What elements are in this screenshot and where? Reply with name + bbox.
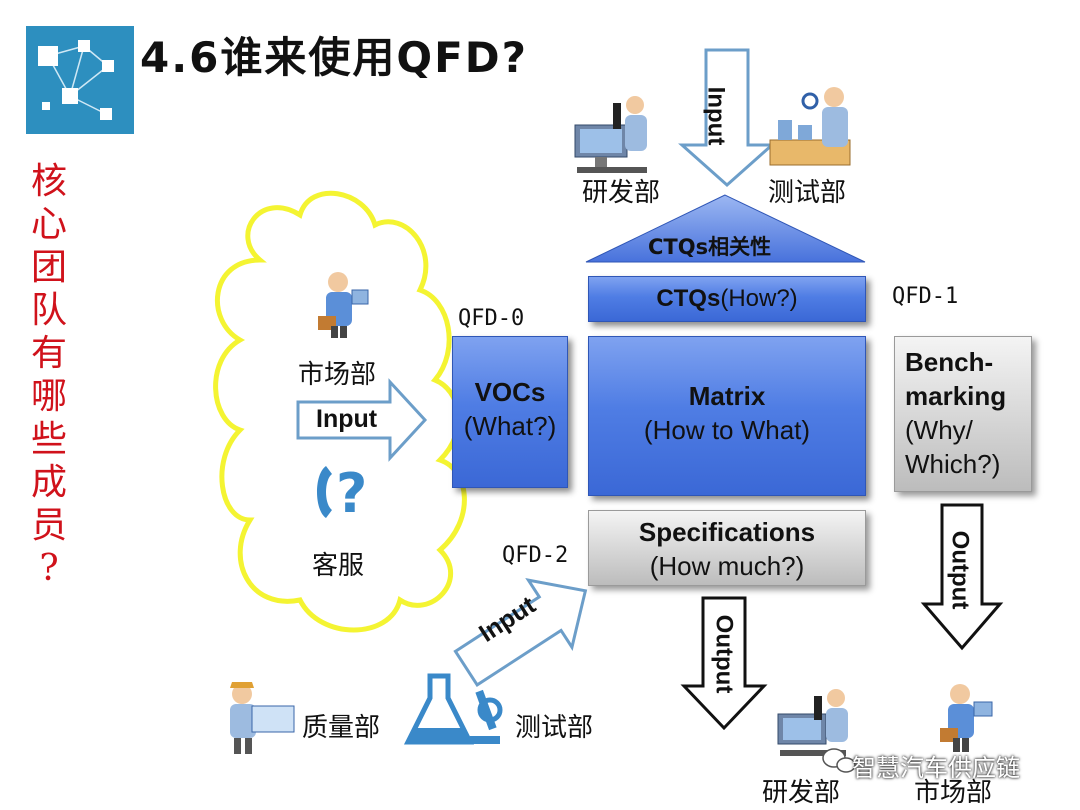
logo (26, 26, 134, 134)
vocs-question: (What?) (463, 411, 557, 441)
side-char: 心 (30, 204, 67, 245)
page-title: 4.6谁来使用QFD? (140, 33, 529, 82)
lab-flask-icon (403, 673, 503, 745)
spec-question: (How much?) (649, 551, 805, 581)
market-person-icon-bottom (940, 684, 993, 752)
side-char: 团 (30, 247, 67, 288)
input-arrow-bottom-shape (453, 577, 588, 687)
benchmarking-box: Bench- marking (Why/ Which?) (894, 336, 1032, 492)
vocs-box: VOCs (What?) (452, 336, 568, 488)
output-arrow-center-shape (680, 596, 768, 731)
spec-label: Specifications (638, 517, 816, 547)
side-char: 核 (30, 161, 67, 202)
matrix-question: (How to What) (643, 415, 811, 445)
side-char: 些 (30, 419, 67, 460)
network-icon (38, 40, 114, 120)
cloud-shape (213, 190, 467, 633)
bench-label-1: Bench- (905, 347, 994, 377)
qfd1-label: QFD-1 (892, 284, 959, 309)
quality-label: 质量部 (302, 713, 381, 743)
ctqs-box: CTQs(How?) (588, 276, 866, 322)
input-arrow-top: Input (700, 80, 756, 146)
side-char: 员 (30, 505, 67, 546)
input-arrow-top-shape (678, 48, 776, 188)
side-char: 成 (30, 462, 67, 503)
test-label-bottom: 测试部 (515, 713, 594, 743)
svg-text:?: ? (336, 462, 367, 525)
input-arrow-left-shape (296, 378, 428, 462)
ctqs-label: CTQs (656, 285, 721, 312)
input-label-left: Input (316, 405, 378, 433)
qfd2-label: QFD-2 (502, 543, 569, 568)
market-person-icon-left (318, 272, 369, 338)
output-label-center: Output (710, 614, 738, 694)
market-label-left: 市场部 (298, 360, 377, 390)
bench-question-2: Which?) (905, 449, 1001, 479)
side-char: 有 (30, 333, 67, 374)
side-char: 哪 (30, 376, 67, 417)
bench-question-1: (Why/ (905, 415, 973, 445)
service-label: 客服 (312, 551, 365, 581)
side-char: ? (39, 548, 59, 589)
side-char: 队 (30, 290, 67, 331)
vocs-label: VOCs (474, 377, 546, 407)
side-question: 核 心 团 队 有 哪 些 成 员 ? (26, 160, 72, 590)
ctqs-roof-label: CTQs相关性 (648, 235, 772, 259)
rd-label-bottom: 研发部 (762, 778, 841, 808)
quality-person-icon (230, 682, 295, 754)
output-arrow-right-shape (920, 503, 1004, 651)
output-label-right: Output (946, 530, 974, 610)
rd-person-icon-top (574, 96, 647, 173)
matrix-box: Matrix (How to What) (588, 336, 866, 496)
qfd0-label: QFD-0 (458, 306, 525, 331)
bench-label-2: marking (905, 381, 1007, 411)
test-label-top: 测试部 (768, 178, 847, 208)
rd-person-icon-bottom (777, 689, 848, 756)
test-person-icon-top (769, 87, 851, 166)
input-label-top: Input (702, 86, 730, 146)
ctqs-roof-shape (585, 194, 866, 263)
ctqs-question: (How?) (720, 285, 798, 312)
watermark-text: 智慧汽车供应链 (852, 754, 1020, 782)
matrix-label: Matrix (688, 381, 766, 411)
wechat-icon (822, 748, 856, 773)
specifications-box: Specifications (How much?) (588, 510, 866, 586)
market-label-bottom: 市场部 (914, 778, 993, 808)
customer-service-icon: ? (317, 462, 367, 525)
rd-label-top: 研发部 (582, 178, 661, 208)
